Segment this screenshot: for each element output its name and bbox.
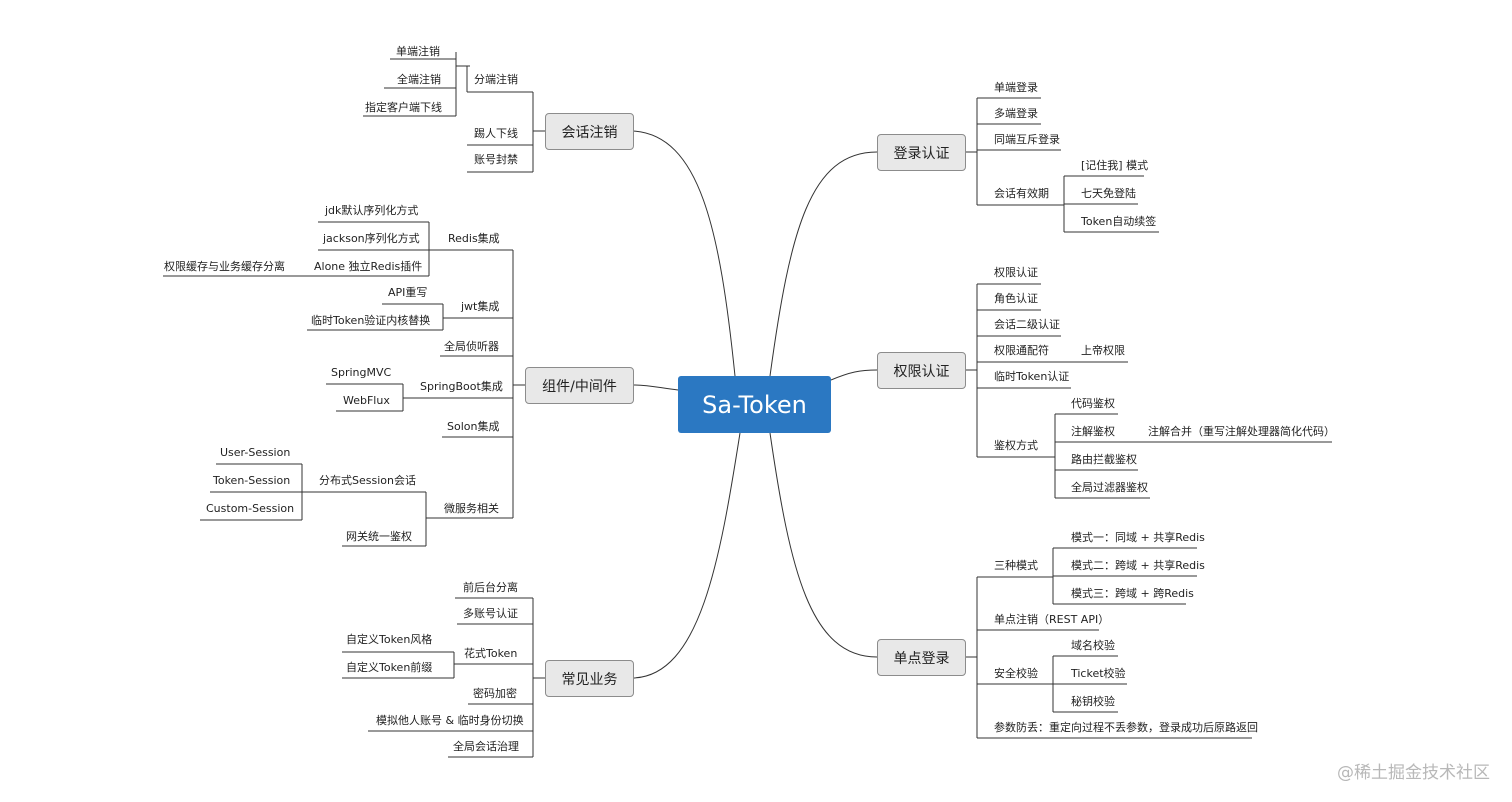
node-label[interactable]: 单点注销（REST API）	[994, 613, 1110, 626]
node-label[interactable]: 分端注销	[474, 73, 518, 86]
node-label[interactable]: 前后台分离	[463, 581, 518, 594]
node-label[interactable]: 代码鉴权	[1071, 397, 1115, 410]
branch-sso[interactable]: 单点登录	[877, 639, 966, 676]
node-label[interactable]: 多账号认证	[463, 607, 518, 620]
center-node[interactable]: Sa-Token	[678, 376, 831, 433]
node-label[interactable]: 参数防丢：重定向过程不丢参数，登录成功后原路返回	[994, 721, 1258, 734]
node-label[interactable]: 踢人下线	[474, 127, 518, 140]
node-label[interactable]: 账号封禁	[474, 153, 518, 166]
node-label[interactable]: 密码加密	[473, 687, 517, 700]
node-label[interactable]: Token-Session	[213, 474, 291, 487]
node-label[interactable]: 分布式Session会话	[319, 474, 416, 487]
node-label[interactable]: 路由拦截鉴权	[1071, 453, 1137, 466]
node-label[interactable]: 全局会话治理	[453, 740, 519, 753]
branch-permission-auth[interactable]: 权限认证	[877, 352, 966, 389]
branch-components[interactable]: 组件/中间件	[525, 367, 634, 404]
node-label[interactable]: Ticket校验	[1071, 667, 1126, 680]
node-label[interactable]: Alone 独立Redis插件	[314, 260, 423, 273]
node-label[interactable]: 全局过滤器鉴权	[1071, 481, 1148, 494]
node-label[interactable]: 单端注销	[396, 45, 440, 58]
node-label[interactable]: WebFlux	[343, 394, 390, 407]
node-label[interactable]: 指定客户端下线	[365, 101, 442, 114]
node-label[interactable]: Redis集成	[448, 232, 500, 245]
watermark: @稀土掘金技术社区	[1337, 763, 1490, 783]
node-label[interactable]: Solon集成	[447, 420, 500, 433]
node-label[interactable]: 全局侦听器	[444, 340, 499, 353]
node-label[interactable]: Custom-Session	[206, 502, 295, 515]
node-label[interactable]: 模拟他人账号 & 临时身份切换	[376, 714, 524, 727]
node-label[interactable]: 权限通配符	[994, 344, 1049, 357]
node-label[interactable]: 域名校验	[1071, 639, 1115, 652]
node-label[interactable]: 注解合并（重写注解处理器简化代码）	[1148, 425, 1335, 438]
branch-common-business[interactable]: 常见业务	[545, 660, 634, 697]
node-label[interactable]: [记住我] 模式	[1081, 159, 1149, 172]
node-label[interactable]: 七天免登陆	[1081, 187, 1136, 200]
node-label[interactable]: 上帝权限	[1081, 344, 1125, 357]
node-label[interactable]: 自定义Token风格	[346, 633, 433, 646]
node-label[interactable]: 会话有效期	[994, 187, 1049, 200]
node-label[interactable]: 网关统一鉴权	[346, 530, 412, 543]
node-label[interactable]: jdk默认序列化方式	[325, 204, 419, 217]
node-label[interactable]: 单端登录	[994, 81, 1038, 94]
node-label[interactable]: Token自动续签	[1081, 215, 1157, 228]
node-label[interactable]: 同端互斥登录	[994, 133, 1060, 146]
node-label[interactable]: User-Session	[220, 446, 291, 459]
node-label[interactable]: 安全校验	[994, 667, 1038, 680]
node-label[interactable]: 临时Token验证内核替换	[311, 314, 431, 327]
node-label[interactable]: SpringBoot集成	[420, 380, 503, 393]
node-label[interactable]: SpringMVC	[331, 366, 392, 379]
node-label[interactable]: 会话二级认证	[994, 318, 1060, 331]
node-label[interactable]: jackson序列化方式	[323, 232, 420, 245]
node-label[interactable]: 自定义Token前缀	[346, 661, 433, 674]
node-label[interactable]: 权限缓存与业务缓存分离	[164, 260, 285, 273]
node-label[interactable]: 微服务相关	[444, 502, 499, 515]
node-label[interactable]: 秘钥校验	[1071, 695, 1115, 708]
node-label[interactable]: 模式二：跨域 + 共享Redis	[1071, 559, 1205, 572]
node-label[interactable]: 三种模式	[994, 559, 1038, 572]
branch-session-logout[interactable]: 会话注销	[545, 113, 634, 150]
node-label[interactable]: 注解鉴权	[1071, 425, 1115, 438]
node-label[interactable]: 角色认证	[994, 292, 1038, 305]
node-label[interactable]: API重写	[388, 286, 428, 299]
node-label[interactable]: 全端注销	[397, 73, 441, 86]
node-label[interactable]: 模式一：同域 + 共享Redis	[1071, 531, 1205, 544]
node-label[interactable]: 临时Token认证	[994, 370, 1070, 383]
branch-login-auth[interactable]: 登录认证	[877, 134, 966, 171]
node-label[interactable]: jwt集成	[461, 300, 500, 313]
node-label[interactable]: 多端登录	[994, 107, 1038, 120]
node-label[interactable]: 鉴权方式	[994, 439, 1038, 452]
node-label[interactable]: 模式三：跨域 + 跨Redis	[1071, 587, 1194, 600]
node-label[interactable]: 花式Token	[464, 647, 518, 660]
node-label[interactable]: 权限认证	[994, 266, 1038, 279]
